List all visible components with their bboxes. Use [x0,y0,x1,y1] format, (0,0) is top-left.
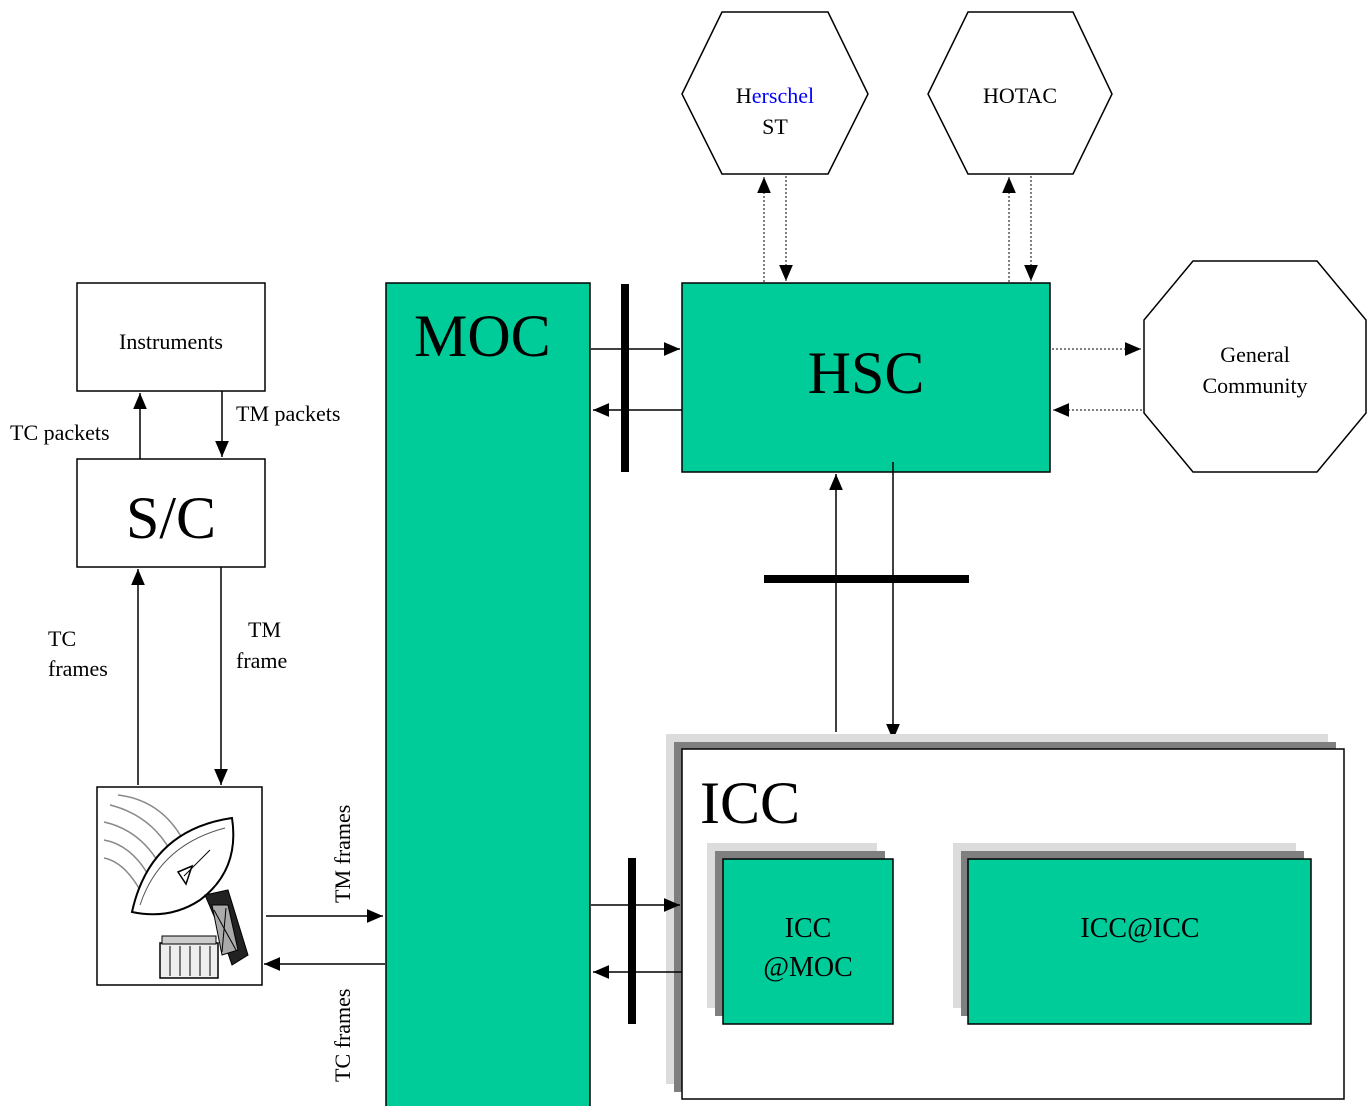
herschel-st-hexagon [681,11,869,175]
hsc-box [681,282,1051,473]
tc-frames-vertical-label: TC frames [330,989,355,1082]
herschel-label-h: H [736,83,752,108]
hotac-label: HOTAC [983,83,1057,108]
herschel-label: Herschel [736,83,814,108]
ground-station-antenna-icon [96,786,263,986]
instruments-box [76,282,266,392]
hsc-label: HSC [808,340,925,406]
icc-icc-label: ICC@ICC [1080,913,1199,944]
general-community-octagon [1143,260,1367,473]
tm-packets-label: TM packets [236,401,340,426]
icc-moc-label-line1: ICC [785,913,832,944]
icc-moc-box [722,858,894,1025]
general-community-label-line2: Community [1202,373,1307,398]
icc-label: ICC [700,770,800,836]
icc-moc-label-line2: @MOC [763,952,853,983]
tc-packets-label: TC packets [10,420,110,445]
spacecraft-label: S/C [126,485,216,551]
icc-icc-box [967,858,1312,1025]
moc-label: MOC [414,303,551,369]
tm-frames-vertical-label: TM frames [330,805,355,903]
general-community-label-line1: General [1220,342,1290,367]
herschel-st-label: ST [762,114,788,139]
instruments-label: Instruments [119,329,223,354]
spacecraft-box [76,458,266,568]
tc-frames-label-line2: frames [48,656,108,681]
tm-frame-label-line1: TM [248,617,281,642]
hotac-hexagon [927,11,1113,175]
herschel-label-rest: erschel [752,83,814,108]
tc-frames-label-line1: TC [48,626,76,651]
tm-frame-label-line2: frame [236,648,287,673]
moc-box [385,282,591,1106]
